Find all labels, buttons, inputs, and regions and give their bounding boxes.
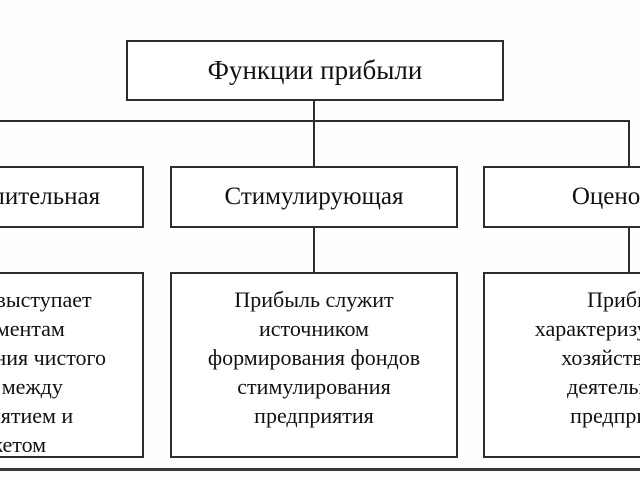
function-box-distributive: Распределительная — [0, 166, 144, 228]
description-text-distributive: Прибыль выступает инструментам распредел… — [0, 287, 107, 457]
connector-trunk-line — [313, 101, 315, 167]
connector-bus-line — [0, 120, 630, 122]
description-box-distributive: Прибыль выступает инструментам распредел… — [0, 272, 144, 458]
description-text-evaluative: Прибыль характеризует итоги хозяйственно… — [534, 287, 640, 428]
function-box-stimulating: Стимулирующая — [170, 166, 458, 228]
function-label-evaluative: Оценочная — [571, 183, 640, 210]
function-label-stimulating: Стимулирующая — [224, 183, 404, 210]
function-box-evaluative: Оценочная — [483, 166, 640, 228]
description-box-evaluative: Прибыль характеризует итоги хозяйственно… — [483, 272, 640, 458]
bottom-rule-line — [0, 468, 640, 471]
description-text-stimulating: Прибыль служит источником формирования ф… — [207, 287, 421, 428]
title-box: Функции прибыли — [126, 40, 504, 101]
connector-right-to-description-line — [628, 228, 630, 273]
diagram-title: Функции прибыли — [207, 55, 423, 85]
function-label-distributive: Распределительная — [0, 183, 101, 210]
description-box-stimulating: Прибыль служит источником формирования ф… — [170, 272, 458, 458]
connector-drop-right-line — [628, 120, 630, 167]
connector-middle-to-description-line — [313, 228, 315, 273]
